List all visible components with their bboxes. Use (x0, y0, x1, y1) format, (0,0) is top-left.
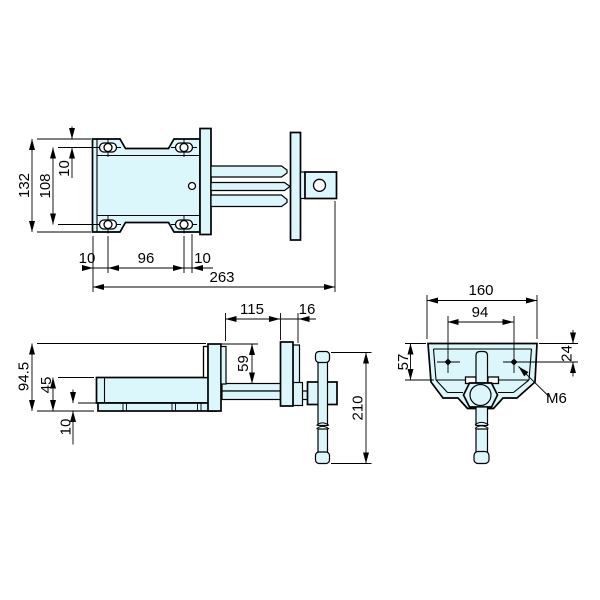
dim-label: 115 (240, 301, 264, 318)
mounting-slot (95, 138, 121, 157)
jaw-face-inner-lines (432, 348, 533, 394)
dim-label: 94.5 (15, 362, 32, 391)
fixed-jaw-top (199, 127, 212, 236)
body-side (95, 376, 210, 404)
side-view-dimensions: 94.5 45 10 115 16 59 210 (15, 301, 372, 464)
top-view-body-inner-lines (96, 139, 200, 232)
dim-label: 108 (37, 173, 54, 198)
dim-label: 10 (79, 250, 96, 267)
lead-screw-top (210, 181, 292, 192)
dim-label: 10 (194, 250, 211, 267)
thread-hole-mark (437, 316, 460, 373)
moving-jaw-top (289, 131, 302, 241)
front-view: 160 94 57 24 M6 (395, 282, 578, 465)
screw-boss-circle (469, 383, 492, 407)
base-plate-notches (122, 403, 202, 411)
dim-label: 16 (299, 301, 316, 318)
dim-label: 10 (56, 160, 73, 177)
m6-leader-line (518, 366, 550, 397)
dim-label: 10 (57, 419, 74, 436)
fixed-jaw-side (207, 343, 222, 412)
handle-hole (312, 178, 327, 192)
dim-label: 57 (395, 354, 412, 371)
dim-label: 96 (138, 250, 155, 267)
dim-label: 210 (349, 395, 366, 420)
dim-label: 59 (235, 355, 252, 372)
dim-label: 24 (558, 345, 575, 362)
dim-label: 160 (468, 282, 493, 299)
handle-rod-upper (475, 350, 489, 384)
dim-label: M6 (546, 390, 567, 407)
base-plate (97, 402, 217, 412)
guide-rail-upper (210, 165, 288, 178)
side-view: 94.5 45 10 115 16 59 210 (15, 301, 372, 465)
handle-side (314, 350, 331, 465)
fixed-jaw-liner (220, 345, 227, 385)
top-view-dimensions: 132 108 10 10 96 10 263 (16, 126, 336, 292)
top-view: 132 108 10 10 96 10 263 (16, 126, 338, 292)
mounting-slot (95, 215, 121, 234)
guide-rail-lower (210, 194, 288, 208)
moving-jaw-side (279, 341, 294, 407)
body-pin-hole (187, 181, 197, 191)
dim-label: 94 (472, 304, 489, 321)
thread-hole-mark (503, 316, 578, 373)
guide-rail-side (221, 382, 283, 392)
handle-rod-lower (473, 406, 490, 465)
mounting-slot (171, 138, 197, 157)
mounting-slot (171, 215, 197, 234)
dim-label: 132 (16, 173, 33, 198)
front-view-dimensions: 160 94 57 24 M6 (395, 282, 578, 407)
dim-label: 45 (38, 377, 55, 394)
nut-block (292, 381, 304, 407)
dim-label: 263 (209, 269, 234, 286)
